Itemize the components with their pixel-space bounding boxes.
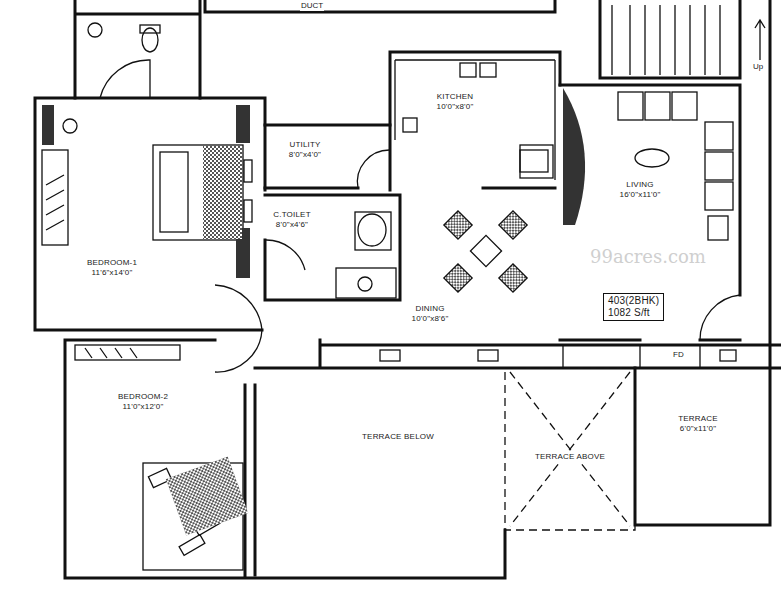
room-name: BEDROOM-2 (117, 392, 169, 402)
room-dimension: 16'0"x11'0" (618, 190, 661, 200)
room-label: KITCHEN10'0"x8'0" (436, 92, 475, 112)
room-name: UTILITY (288, 140, 322, 150)
room-dimension: 6'0"x11'0" (677, 424, 719, 434)
room-name: TERRACE ABOVE (534, 452, 606, 462)
room-area: LIVING16'0"x11'0" 403(2BHK)1082 S/ft (560, 85, 740, 340)
room-dimension: 8'0"x4'6" (272, 220, 311, 230)
room-name: C.TOILET (272, 210, 311, 220)
plan-label: FD (672, 350, 685, 360)
room-area: KITCHEN10'0"x8'0" (390, 52, 560, 190)
room-name: TERRACE BELOW (361, 432, 435, 442)
room-dimension: 11'0"x12'0" (117, 402, 169, 412)
room-name: KITCHEN (436, 92, 475, 102)
room-label: LIVING16'0"x11'0" (618, 180, 661, 200)
room-label: BEDROOM-111'6"x14'0" (86, 258, 138, 278)
room-name: LIVING (618, 180, 661, 190)
room-label: TERRACE ABOVE (534, 452, 606, 462)
watermark: 99acres.com (590, 246, 706, 267)
plan-label: Up (752, 62, 764, 72)
room-label: UTILITY8'0"x4'0" (288, 140, 322, 160)
room-name: DINING (411, 304, 450, 314)
room-area: TERRACE ABOVE (505, 368, 635, 530)
room-area: TERRACE BELOW (255, 368, 505, 575)
room-label: TERRACE6'0"x11'0" (677, 414, 719, 434)
room-area: TERRACE6'0"x11'0" (635, 368, 770, 525)
plan-label: DUCT (300, 1, 324, 11)
room-label: DINING10'0"x8'6" (411, 304, 450, 324)
room-dimension: 8'0"x4'0" (288, 150, 322, 160)
room-area: BEDROOM-111'6"x14'0" (35, 98, 235, 330)
room-area: BEDROOM-211'0"x12'0" (65, 360, 245, 578)
room-name: 403(2BHK) (607, 295, 660, 307)
room-area: C.TOILET8'0"x4'6" (265, 195, 400, 300)
room-dimension: 10'0"x8'0" (436, 102, 475, 112)
room-label: TERRACE BELOW (361, 432, 435, 442)
unit-tag: 403(2BHK)1082 S/ft (603, 293, 664, 321)
room-dimension: 10'0"x8'6" (411, 314, 450, 324)
room-name: BEDROOM-1 (86, 258, 138, 268)
room-label: C.TOILET8'0"x4'6" (272, 210, 311, 230)
room-name: TERRACE (677, 414, 719, 424)
room-dimension: 11'6"x14'0" (86, 268, 138, 278)
room-label: BEDROOM-211'0"x12'0" (117, 392, 169, 412)
room-area: UTILITY8'0"x4'0" (265, 125, 390, 188)
room-dimension: 1082 S/ft (607, 307, 660, 319)
room-area: DINING10'0"x8'6" (400, 190, 560, 340)
